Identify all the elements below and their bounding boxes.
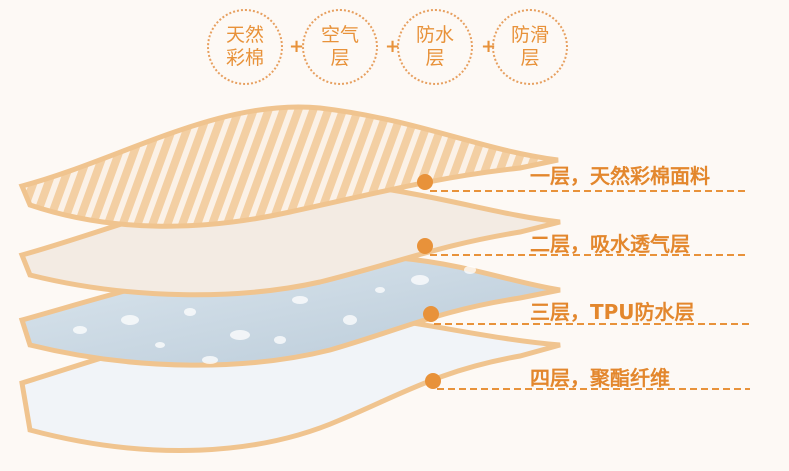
leader-lines [430, 190, 750, 390]
marker-dot [417, 174, 433, 190]
layer-1-label: 一层，天然彩棉面料 [530, 164, 710, 188]
marker-dot [423, 306, 439, 322]
layer-1-cotton [18, 104, 559, 229]
feature-badge-waterproof: 防水层 [397, 9, 473, 85]
feature-badge-cotton: 天然彩棉 [207, 9, 283, 85]
feature-label: 防水层 [415, 24, 454, 69]
feature-label: 天然彩棉 [225, 24, 264, 69]
marker-dot [425, 373, 441, 389]
feature-label: 防滑层 [510, 24, 549, 69]
layer-markers [417, 174, 441, 389]
feature-label: 空气层 [320, 24, 359, 69]
feature-badge-air: 空气层 [302, 9, 378, 85]
layer-4-label: 四层，聚酯纤维 [530, 366, 670, 390]
layer-2-label: 二层，吸水透气层 [530, 232, 690, 256]
marker-dot [417, 238, 433, 254]
plus-icon: + [385, 36, 401, 57]
layer-3-label: 三层，TPU防水层 [530, 300, 695, 324]
plus-icon: + [289, 36, 305, 57]
water-droplets [73, 266, 476, 364]
feature-badge-antislip: 防滑层 [492, 9, 568, 85]
